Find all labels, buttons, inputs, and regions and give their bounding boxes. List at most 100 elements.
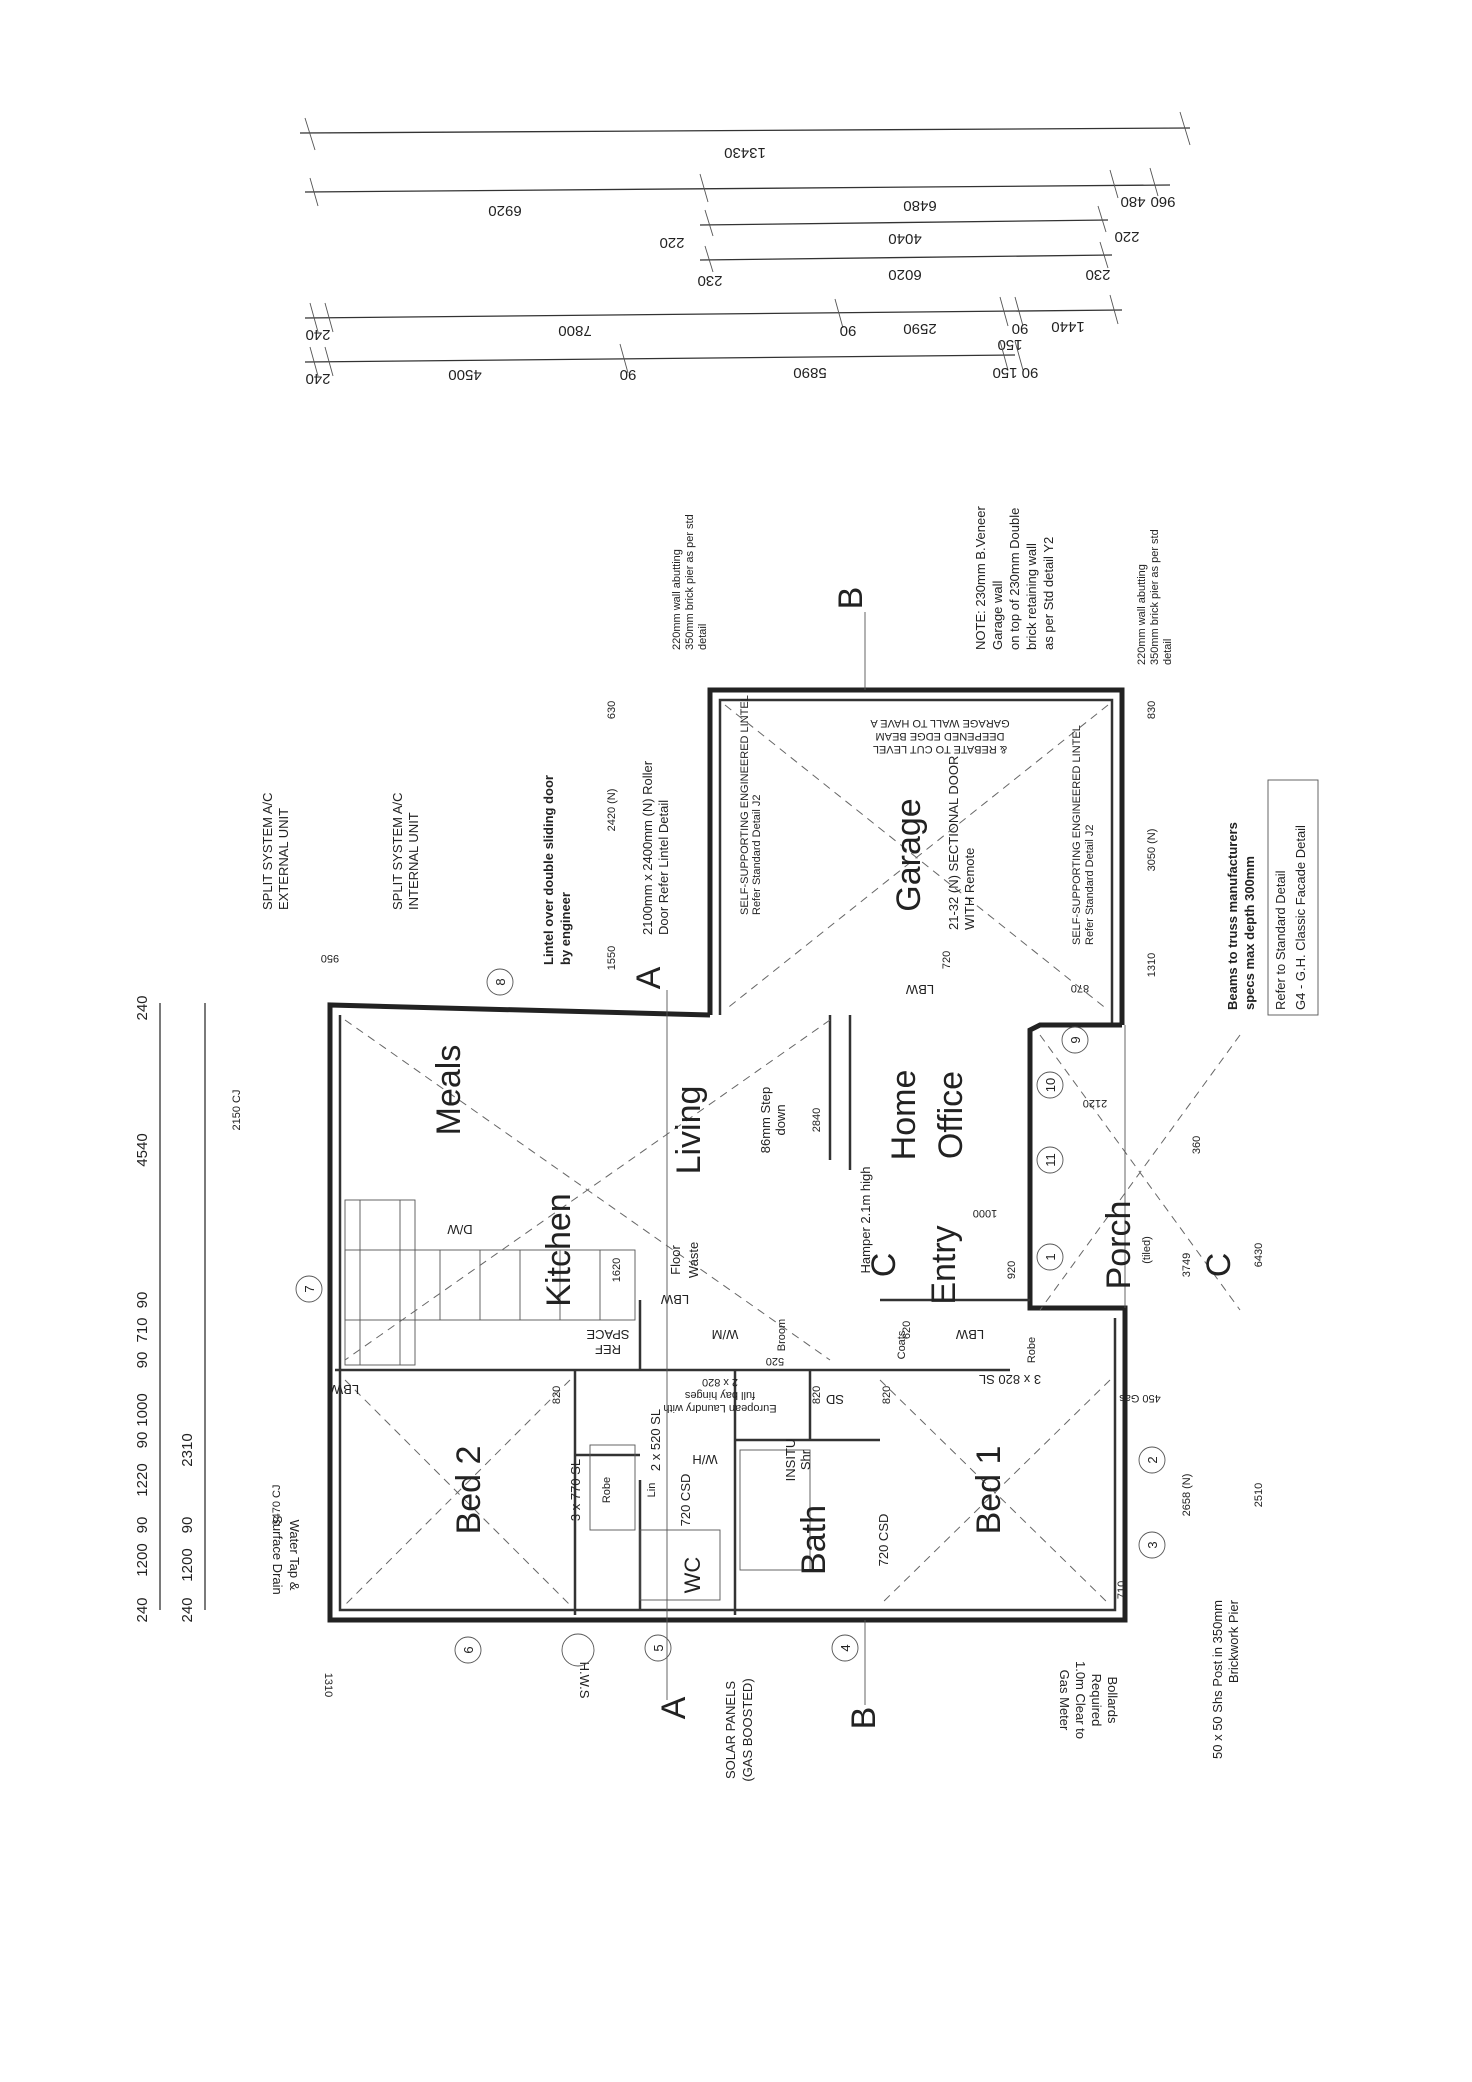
room-bed1: Bed 1 bbox=[970, 1446, 1008, 1535]
note-garage-wall-2: DEEPENED EDGE BEAM bbox=[876, 730, 1005, 742]
section-a-bottom: A bbox=[655, 1696, 693, 1719]
dim-450: 450 Gas bbox=[1119, 1392, 1161, 1404]
dim-4040: 4040 bbox=[888, 230, 921, 247]
note-wall230-1: 220mm wall abutting bbox=[671, 549, 683, 650]
left-dim-90a: 90 bbox=[134, 1292, 151, 1309]
dim-240-r6: 240 bbox=[305, 370, 330, 387]
note-wall230-2: 350mm brick pier as per std bbox=[684, 514, 696, 650]
label-euro1: European Laundry with bbox=[663, 1402, 776, 1414]
left-dim-710: 710 bbox=[134, 1317, 151, 1342]
note-refer-1: Refer to Standard Detail bbox=[1273, 870, 1288, 1010]
dim-2510: 2510 bbox=[1253, 1483, 1265, 1507]
note-lintel-eng-2: Refer Standard Detail J2 bbox=[751, 795, 763, 915]
left-dim-1200b: 1200 bbox=[179, 1548, 196, 1581]
dim-150-r6: 150 bbox=[992, 364, 1017, 381]
room-meals: Meals bbox=[430, 1045, 468, 1136]
dim-1310-hws: 1310 bbox=[322, 1673, 334, 1697]
dim-620: 620 bbox=[901, 1321, 913, 1339]
building-walls bbox=[327, 687, 1241, 1623]
room-wc: WC bbox=[680, 1557, 705, 1594]
label-hamper: Hamper 2.1m high bbox=[858, 1167, 873, 1274]
room-lin: Lin bbox=[646, 1483, 658, 1498]
room-labels: Meals Living Kitchen Home Office Garage … bbox=[430, 798, 1153, 1593]
room-kitchen: Kitchen bbox=[540, 1193, 578, 1306]
note-water-2: Surface Drain bbox=[270, 1515, 285, 1594]
dim-1440: 1440 bbox=[1051, 318, 1084, 335]
section-c-right: C bbox=[1200, 1253, 1238, 1278]
label-sl-lin: 2 x 520 SL bbox=[648, 1409, 663, 1471]
window-markers: 8 7 6 5 4 3 2 1 11 10 9 bbox=[295, 968, 1166, 1667]
note-lintel-1: Lintel over double sliding door bbox=[541, 775, 556, 965]
note-beams-1: Beams to truss manufacturers bbox=[1225, 822, 1240, 1010]
label-ref-2: SPACE bbox=[586, 1327, 629, 1342]
left-dim-90e: 90 bbox=[179, 1517, 196, 1534]
section-markers: A A B B C C bbox=[630, 587, 1238, 1730]
dim-3050: 3050 (N) bbox=[1146, 829, 1158, 872]
left-dim-1000: 1000 bbox=[134, 1393, 151, 1426]
note-garage-3: on top of 230mm Double bbox=[1007, 508, 1022, 650]
note-post-2: Brickwork Pier bbox=[1226, 1599, 1241, 1683]
note-lintel-2: by engineer bbox=[558, 892, 573, 965]
section-c-left: C bbox=[865, 1253, 903, 1278]
dim-2840: 2840 bbox=[811, 1108, 823, 1132]
label-sl-bed2: 3 x 770 SL bbox=[568, 1459, 583, 1521]
label-insitu1: INSITU bbox=[783, 1439, 798, 1482]
note-water-1: Water Tap & bbox=[287, 1520, 302, 1591]
dim-230b: 230 bbox=[1085, 266, 1110, 283]
note-wall220b-1: 220mm wall abutting bbox=[1136, 564, 1148, 665]
dim-630: 630 bbox=[606, 701, 618, 719]
label-wh: W/H bbox=[692, 1452, 717, 1467]
label-step1: 86mm Step bbox=[758, 1087, 773, 1153]
dim-6020: 6020 bbox=[888, 266, 921, 283]
dim-2658: 2658 (N) bbox=[1181, 1474, 1193, 1517]
note-garage-wall-3: & REBATE TO CUT LEVEL bbox=[873, 743, 1007, 755]
dim-6920: 6920 bbox=[488, 202, 521, 219]
internal-dimensions: 3470 CJ 2150 CJ 950 1550 2420 (N) 630 30… bbox=[231, 701, 1265, 1697]
label-lbw1: LBW bbox=[905, 982, 934, 997]
note-solar-1: SOLAR PANELS bbox=[723, 1681, 738, 1779]
dim-870: 870 bbox=[1071, 982, 1089, 994]
dim-950: 950 bbox=[321, 952, 339, 964]
label-step2: down bbox=[773, 1104, 788, 1135]
label-sl-bed1: 3 x 820 SL bbox=[979, 1372, 1041, 1387]
marker-9: 9 bbox=[1068, 1036, 1083, 1043]
note-post-1: 50 x 50 Shs Post in 350mm bbox=[1210, 1600, 1225, 1759]
dim-6430: 6430 bbox=[1253, 1243, 1265, 1267]
dim-220b: 220 bbox=[1114, 228, 1139, 245]
marker-6: 6 bbox=[461, 1646, 476, 1653]
left-dimension-chain: 240 4540 90 710 90 1000 90 2310 1220 90 … bbox=[134, 995, 206, 1623]
dim-13430: 13430 bbox=[724, 144, 766, 161]
note-bollards-4: Gas Meter bbox=[1057, 1670, 1072, 1731]
note-refer-2: G4 - G.H. Classic Facade Detail bbox=[1293, 825, 1308, 1010]
section-b-top: B bbox=[832, 587, 870, 610]
note-split-int-2: INTERNAL UNIT bbox=[406, 812, 421, 910]
room-home: Home bbox=[885, 1070, 923, 1161]
room-bed2: Bed 2 bbox=[450, 1446, 488, 1535]
dim-150-r5: 150 bbox=[997, 336, 1022, 353]
left-dim-90c: 90 bbox=[134, 1432, 151, 1449]
marker-4: 4 bbox=[838, 1644, 853, 1651]
dim-920: 920 bbox=[1006, 1261, 1018, 1279]
room-robe: Robe bbox=[601, 1477, 613, 1503]
label-csd2: 720 CSD bbox=[876, 1514, 891, 1567]
label-wm: W/M bbox=[712, 1327, 739, 1342]
note-split-ext-2: EXTERNAL UNIT bbox=[276, 808, 291, 910]
section-a-top: A bbox=[630, 966, 668, 989]
note-beams-2: specs max depth 300mm bbox=[1242, 856, 1257, 1010]
room-living: Living bbox=[670, 1086, 708, 1175]
marker-1: 1 bbox=[1043, 1253, 1058, 1260]
note-bollards-2: Required bbox=[1089, 1674, 1104, 1727]
left-dim-240c: 240 bbox=[179, 1597, 196, 1622]
note-garage-4: brick retaining wall bbox=[1024, 543, 1039, 650]
section-b-bottom: B bbox=[845, 1707, 883, 1730]
dim-1550: 1550 bbox=[606, 946, 618, 970]
room-entry: Entry bbox=[925, 1225, 963, 1304]
fixture-labels: D/W REF SPACE W/M W/H SD INSITU Shr 720 … bbox=[330, 982, 1041, 1566]
room-coats: Coats bbox=[896, 1330, 908, 1359]
room-office: Office bbox=[932, 1071, 970, 1159]
label-lbw2: LBW bbox=[660, 1292, 689, 1307]
dim-240-r5: 240 bbox=[305, 326, 330, 343]
label-lbw4: LBW bbox=[955, 1327, 984, 1342]
dim-230a: 230 bbox=[697, 272, 722, 289]
